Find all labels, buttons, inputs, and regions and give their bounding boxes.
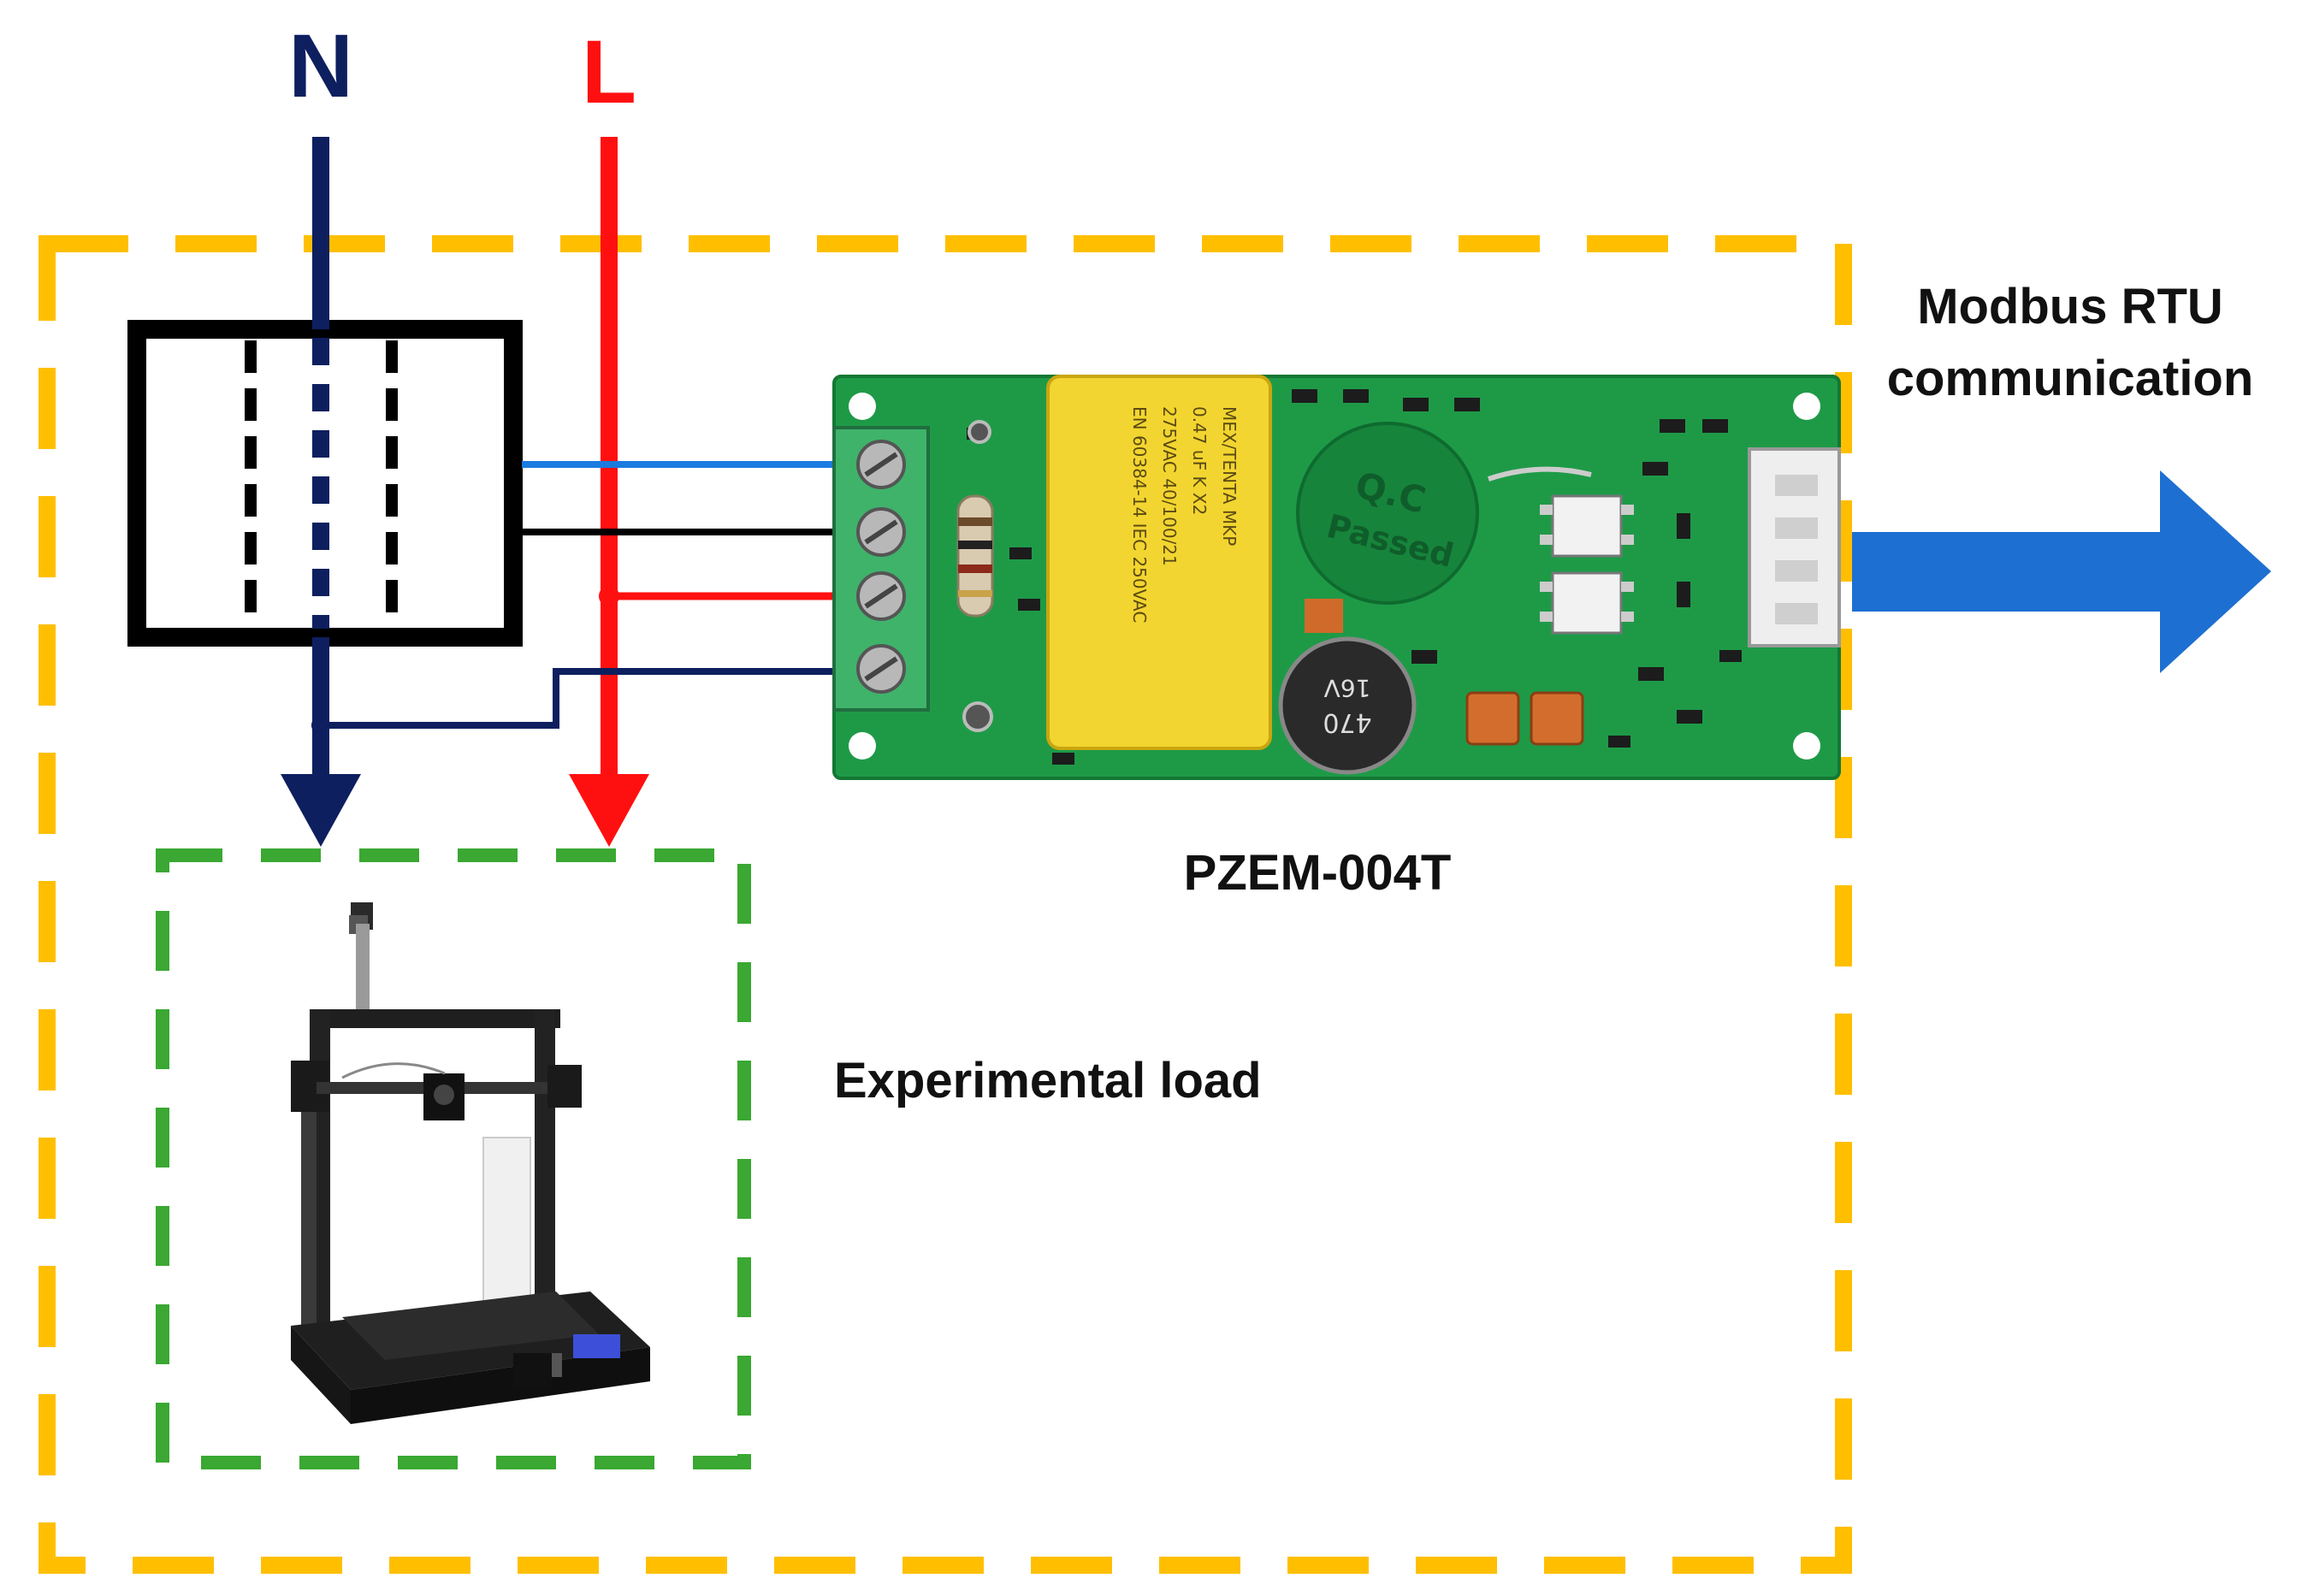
cap-voltage-text: 16V [1324, 674, 1371, 702]
svg-text:0.47 uF K X2: 0.47 uF K X2 [1189, 406, 1210, 515]
modbus-label-line2: communication [1887, 351, 2254, 406]
svg-text:EN 60384-14 IEC 250VAC: EN 60384-14 IEC 250VAC [1129, 406, 1150, 623]
resistor [956, 494, 994, 618]
mounting-hole [849, 393, 876, 420]
tantalum-cap [1305, 599, 1343, 633]
tantalum-cap [1465, 691, 1520, 746]
live-label: L [582, 22, 636, 122]
optocoupler [1551, 494, 1623, 558]
cap-value-text: 470 [1323, 707, 1371, 737]
jumper-wire [1488, 466, 1592, 482]
x2-capacitor [1046, 375, 1272, 750]
smd-components [967, 389, 1742, 765]
neutral-label: N [288, 16, 353, 116]
mounting-hole [1793, 393, 1820, 420]
tantalum-cap [1530, 691, 1584, 746]
optocoupler [1551, 571, 1623, 635]
mounting-hole [849, 732, 876, 760]
3d-printer-icon [291, 902, 650, 1424]
modbus-communication-arrow [1852, 470, 2271, 673]
svg-text:MEX/TENTA MKP: MEX/TENTA MKP [1219, 406, 1240, 546]
svg-text:275VAC 40/100/21: 275VAC 40/100/21 [1159, 406, 1180, 566]
electrolytic-capacitor [1278, 636, 1417, 775]
experimental-load-boundary [156, 848, 751, 1469]
neutral-arrow-head [281, 774, 361, 847]
neutral-voltage-wire [321, 668, 843, 729]
sensor-label: PZEM-004T [1184, 845, 1452, 901]
qc-passed-sticker [1296, 422, 1479, 605]
live-arrow-head [569, 774, 649, 847]
pzem-004t-board: MEX/TENTA MKP 0.47 uF K X2 275VAC 40/100… [832, 375, 1841, 780]
monitoring-system-boundary [38, 235, 1852, 1574]
terminal-screws [856, 440, 906, 694]
via [968, 420, 991, 444]
modbus-label-line1: Modbus RTU [1917, 279, 2223, 334]
mounting-hole [1793, 732, 1820, 760]
load-label: Experimental load [834, 1053, 1262, 1108]
via [962, 701, 993, 732]
